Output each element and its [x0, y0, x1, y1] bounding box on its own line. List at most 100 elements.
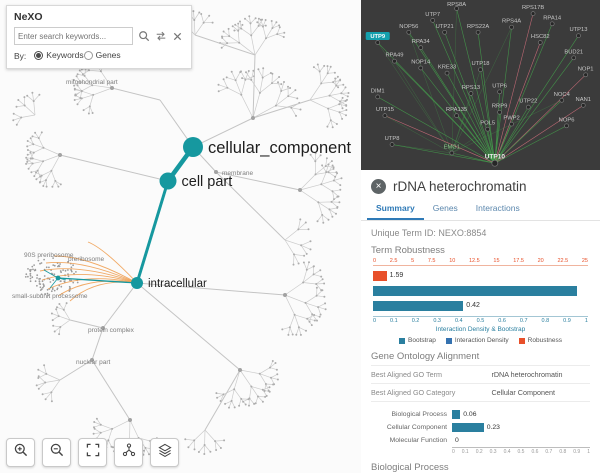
gene-node-dim1[interactable] — [375, 94, 381, 100]
gene-node-hsc82[interactable] — [537, 40, 543, 45]
term-node-intracellular[interactable] — [131, 277, 143, 289]
gene-node-pwp2[interactable] — [509, 121, 514, 127]
gene-label-rps13[interactable]: RPS13 — [462, 85, 480, 91]
gene-node-rrp9[interactable] — [497, 109, 502, 115]
tab-summary[interactable]: Summary — [367, 199, 424, 220]
tree-node-dot[interactable] — [90, 358, 94, 362]
gene-label-rpa49[interactable]: RPA49 — [385, 53, 403, 59]
radio-keywords-icon[interactable] — [34, 50, 44, 60]
tree-term-label[interactable]: preribosome — [68, 256, 105, 263]
gene-label-nan1[interactable]: NAN1 — [576, 97, 591, 103]
tree-node-dot[interactable] — [214, 170, 218, 174]
gene-label-nop56[interactable]: NOP56 — [399, 24, 418, 30]
tree-term-label[interactable]: membrane — [222, 170, 253, 177]
gene-node-utp13[interactable] — [576, 33, 581, 39]
gene-label-utp8[interactable]: UTP8 — [385, 136, 400, 142]
gene-node-rpa34[interactable] — [418, 45, 424, 50]
gene-cluster-dots[interactable] — [24, 257, 79, 297]
gene-label-utp18[interactable]: UTP18 — [471, 61, 489, 67]
gene-node-nop56[interactable] — [406, 29, 412, 35]
tree-node-dot[interactable] — [283, 293, 287, 297]
tree-node-dot[interactable] — [110, 86, 114, 90]
tree-node-dot[interactable] — [101, 326, 105, 330]
gene-label-utp10[interactable]: UTP10 — [485, 154, 506, 161]
gene-label-rpa14[interactable]: RPA14 — [543, 15, 562, 21]
gene-label-emg1[interactable]: EMG1 — [444, 145, 460, 151]
gene-node-utp6[interactable] — [497, 89, 502, 95]
gene-label-utp13[interactable]: UTP13 — [569, 27, 587, 33]
gene-node-rpa135[interactable] — [454, 113, 459, 118]
gene-label-bud21[interactable]: BUD21 — [564, 49, 583, 55]
tree-node-dot[interactable] — [238, 368, 242, 372]
search-icon[interactable] — [137, 30, 150, 43]
gene-label-utp6[interactable]: UTP6 — [492, 83, 507, 89]
gene-node-nan1[interactable] — [580, 103, 586, 108]
tree-term-label[interactable]: protein complex — [88, 327, 135, 334]
gene-node-utp15[interactable] — [382, 113, 388, 118]
gene-node-kre33[interactable] — [444, 70, 450, 76]
gene-label-kre33[interactable]: KRE33 — [438, 65, 456, 71]
swap-search-icon[interactable] — [154, 30, 167, 43]
gene-node-rps13[interactable] — [468, 91, 474, 96]
selected-cluster-node[interactable] — [55, 275, 61, 281]
gene-label-pol5[interactable]: POL5 — [480, 121, 495, 127]
gene-label-rpa135[interactable]: RPA135 — [446, 107, 467, 113]
gene-node-nop6[interactable] — [564, 123, 569, 129]
layers-button[interactable] — [150, 438, 179, 467]
close-detail-icon[interactable]: × — [371, 179, 386, 194]
gene-node-utp8[interactable] — [389, 142, 395, 147]
gene-label-dim1[interactable]: DIM1 — [371, 88, 385, 94]
tree-term-label[interactable]: 90S preribosome — [24, 252, 74, 259]
tab-interactions[interactable]: Interactions — [475, 203, 520, 213]
layout-button[interactable] — [114, 438, 143, 467]
search-mode-keywords[interactable]: Keywords — [34, 50, 84, 60]
gene-node-rps8a[interactable] — [454, 6, 459, 11]
gene-node-rps22a[interactable] — [475, 29, 481, 35]
gene-node-bud21[interactable] — [571, 55, 577, 61]
gene-node-utp7[interactable] — [430, 18, 436, 23]
tree-term-label[interactable]: mitochondrial part — [66, 79, 118, 86]
gene-node-utp9[interactable] — [375, 40, 381, 45]
gene-node-noc4[interactable] — [559, 97, 565, 103]
tree-node-dot[interactable] — [298, 188, 302, 192]
zoom-out-button[interactable] — [42, 438, 71, 467]
gene-node-rpa49[interactable] — [392, 58, 397, 64]
gene-node-rpa14[interactable] — [549, 21, 555, 27]
gene-node-emg1[interactable] — [449, 150, 455, 156]
gene-label-rps4a[interactable]: RPS4A — [502, 19, 521, 25]
gene-label-utp15[interactable]: UTP15 — [376, 107, 394, 113]
gene-node-utp18[interactable] — [478, 67, 483, 73]
gene-node-rps17b[interactable] — [530, 11, 536, 16]
zoom-in-button[interactable] — [6, 438, 35, 467]
tab-genes[interactable]: Genes — [432, 203, 458, 213]
gene-label-rps22a[interactable]: RPS22A — [467, 24, 489, 30]
tree-node-dot[interactable] — [251, 116, 255, 120]
gene-node-nop14[interactable] — [418, 65, 424, 71]
gene-label-noc4[interactable]: NOC4 — [554, 92, 571, 98]
term-node-cellular-component[interactable] — [183, 137, 203, 157]
gene-node-utp21[interactable] — [442, 29, 448, 35]
tree-node-dot[interactable] — [58, 153, 62, 157]
search-mode-genes[interactable]: Genes — [83, 50, 121, 60]
gene-label-nop6[interactable]: NOP6 — [559, 117, 575, 123]
clear-search-icon[interactable] — [171, 30, 184, 43]
term-node-label[interactable]: intracellular — [148, 278, 207, 290]
gene-label-rrp9[interactable]: RRP9 — [492, 104, 507, 110]
gene-label-nop14[interactable]: NOP14 — [411, 60, 431, 66]
gene-node-utp22[interactable] — [525, 104, 531, 110]
tree-term-label[interactable]: small-subunit processome — [12, 293, 88, 300]
gene-label-rpa34[interactable]: RPA34 — [412, 39, 431, 45]
gene-node-utp10[interactable] — [491, 159, 499, 167]
gene-label-utp21[interactable]: UTP21 — [436, 24, 454, 30]
gene-label-rps8a[interactable]: RPS8A — [447, 2, 466, 8]
gene-node-nop1[interactable] — [583, 72, 589, 78]
gene-label-utp22[interactable]: UTP22 — [519, 99, 537, 105]
gene-node-rps4a[interactable] — [509, 24, 514, 30]
gene-label-nop1[interactable]: NOP1 — [578, 66, 594, 72]
fit-to-screen-button[interactable] — [78, 438, 107, 467]
term-node-label[interactable]: cellular_component — [208, 139, 352, 157]
